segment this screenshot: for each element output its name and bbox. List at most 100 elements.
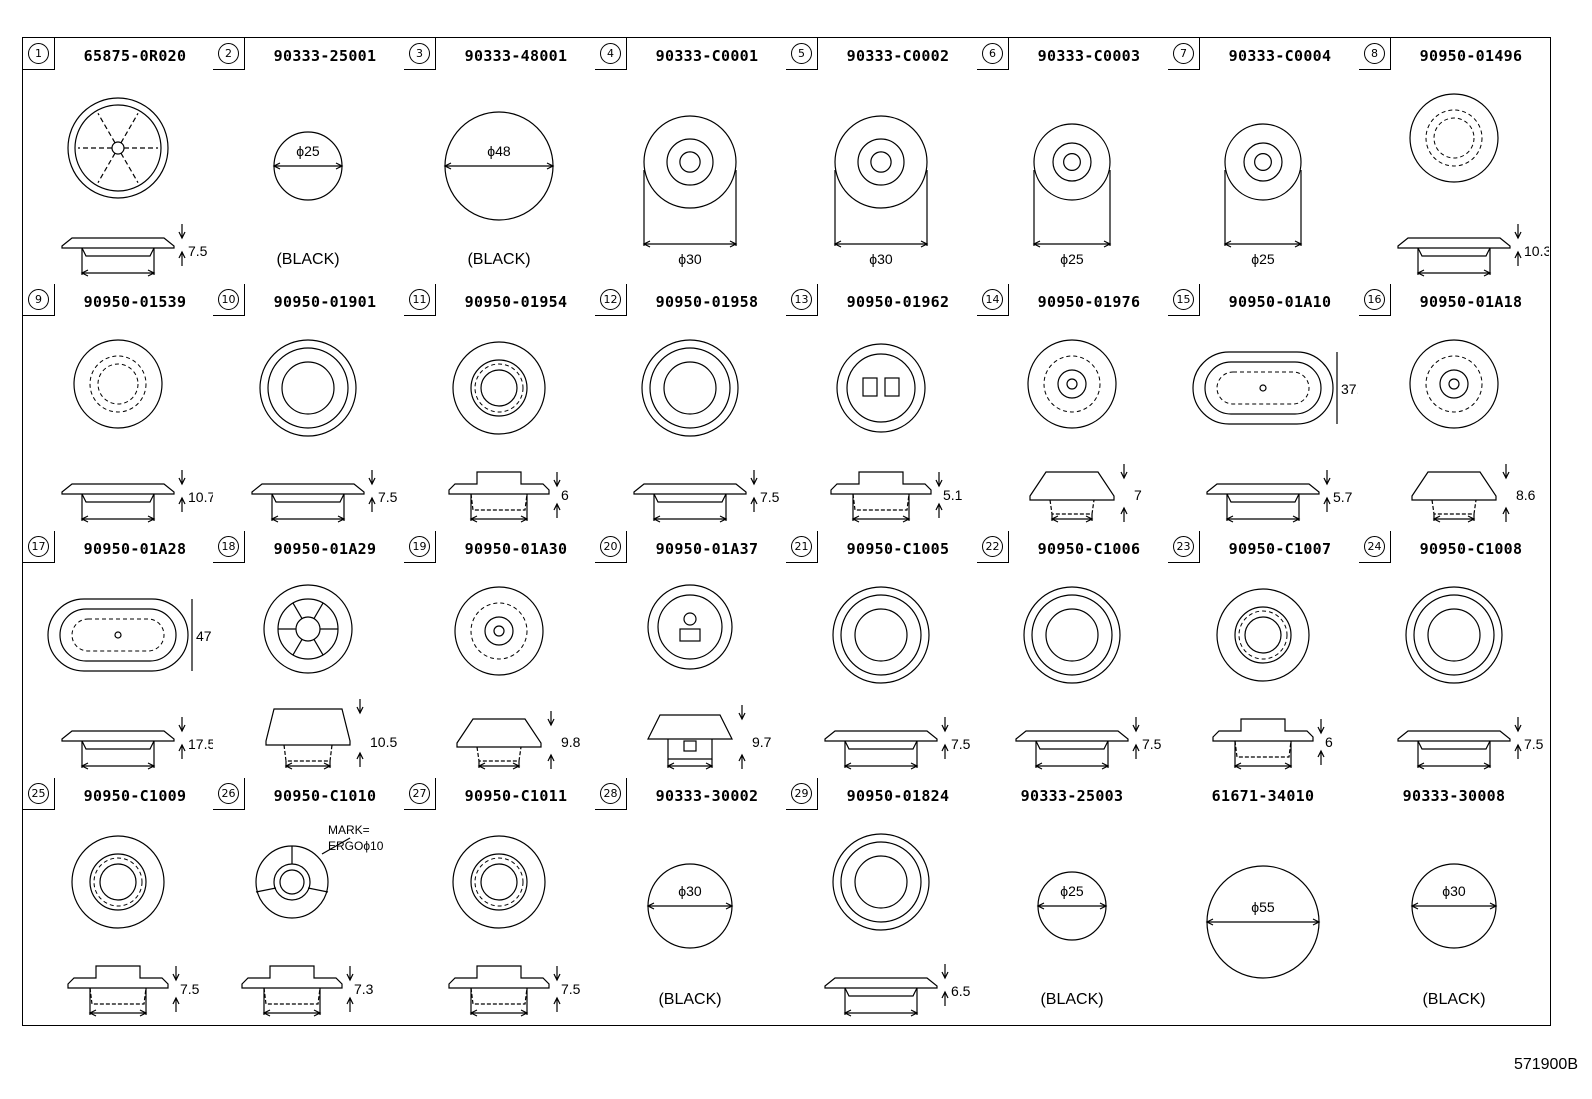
arrow-head <box>1085 515 1094 523</box>
arrow-head <box>1132 724 1140 733</box>
bottom-dimension: ϕ25 <box>1060 251 1084 267</box>
part-drawing: 37.55.756.9 <box>1168 316 1358 530</box>
middle-ring <box>267 347 349 429</box>
arrow-head <box>910 1009 919 1017</box>
side-dimension: 7.5 <box>951 736 971 752</box>
arrow-head <box>843 762 852 770</box>
boss-ring <box>1234 606 1292 664</box>
index-number: 15 <box>1173 289 1194 310</box>
inner-ring <box>1057 369 1087 399</box>
part-number: 90950-01901 <box>273 293 377 311</box>
index-number: 8 <box>1364 43 1385 64</box>
arrow-head <box>553 996 561 1005</box>
index-number: 10 <box>218 289 239 310</box>
part-number: 90950-01954 <box>464 293 568 311</box>
index-number: 22 <box>982 536 1003 557</box>
arrow-head <box>178 724 186 733</box>
arrow-head <box>1317 726 1325 735</box>
index-number: 12 <box>600 289 621 310</box>
part-drawing-svg: 7.5ϕ15.5 <box>67 835 200 1024</box>
arrow-head <box>346 973 354 982</box>
index-box: 27 <box>404 778 436 810</box>
index-box: 5 <box>786 38 818 70</box>
side-dimension: 9.7 <box>752 734 772 750</box>
part-drawing: ϕ30 <box>595 70 785 284</box>
bottom-dimension: ϕ 10.4 <box>273 1021 312 1024</box>
body-profile <box>476 746 522 762</box>
arrow-head <box>910 762 919 770</box>
flange-profile <box>61 237 175 249</box>
bottom-dimension: ϕ15.1 <box>863 527 898 530</box>
arrow-head <box>346 996 354 1005</box>
part-number: 90950-01496 <box>1419 47 1523 65</box>
part-drawing-svg: 10.5ϕ 12.5 <box>263 584 397 777</box>
arrow-head <box>469 1009 478 1017</box>
cone-profile <box>456 718 542 748</box>
part-drawing-svg: 10.7ϕ 17 <box>61 339 213 530</box>
part-drawing: 10.5ϕ 12.5 <box>213 563 403 777</box>
outer-ring <box>643 115 737 209</box>
oval-outline <box>47 598 189 672</box>
index-number: 23 <box>1173 536 1194 557</box>
side-dimension-top: 47 <box>196 628 212 644</box>
inner-ring <box>663 361 717 415</box>
arrow-head <box>323 762 332 770</box>
part-drawing-svg: 6ϕ 13.5 <box>448 341 569 530</box>
bottom-dimension: 56.9 <box>1249 527 1276 530</box>
part-drawing: 6ϕ 13.5 <box>404 316 594 530</box>
flange-profile <box>241 965 343 989</box>
flange-profile <box>251 483 365 495</box>
clip-tab <box>862 377 878 397</box>
outer-ring <box>1405 586 1503 684</box>
index-number: 1 <box>28 43 49 64</box>
bottom-dimension: ϕ16 <box>1442 281 1466 284</box>
arrow-head <box>725 902 734 910</box>
arrow-head <box>80 762 89 770</box>
flange-profile <box>1015 730 1129 742</box>
part-drawing-svg: ϕ25 <box>1223 123 1303 267</box>
flange-profile <box>1212 718 1314 742</box>
part-drawing-svg: 7.5ϕ31.5 <box>633 339 780 530</box>
bottom-dimension: ϕ37.8 <box>100 281 135 284</box>
arrow-head <box>1514 743 1522 752</box>
part-drawing: ϕ30(BLACK)t=0.5 <box>595 810 785 1024</box>
inner-ring <box>74 104 162 192</box>
index-box: 29 <box>786 778 818 810</box>
body-profile <box>283 744 333 762</box>
arrow-head <box>1502 471 1510 480</box>
mark-callout: ERGOϕ10 <box>328 839 384 853</box>
part-drawing-svg: 6.5ϕ 13.9 <box>824 833 971 1024</box>
arrow-head <box>1317 749 1325 758</box>
index-number: 11 <box>409 289 430 310</box>
oval-inner <box>1204 361 1322 415</box>
arrow-head <box>172 996 180 1005</box>
arrow-head <box>941 743 949 752</box>
part-drawing: 9.8ϕ 17.8 <box>404 563 594 777</box>
arrow-head <box>368 477 376 486</box>
oval-outline <box>1192 351 1334 425</box>
body-profile <box>1417 740 1491 750</box>
outer-ring <box>834 115 928 209</box>
part-number: 90333-25003 <box>1020 787 1124 805</box>
arrow-head <box>1132 743 1140 752</box>
inner-ring <box>480 863 518 901</box>
outer-ring <box>259 339 357 437</box>
part-drawing-svg: 9.8ϕ 17.8 <box>454 586 581 777</box>
side-dimension: 6.5 <box>951 983 971 999</box>
part-drawing-svg: ϕ55 <box>1205 865 1321 979</box>
arrow-head <box>88 1009 97 1017</box>
bottom-dimension: ϕ 13.5 <box>480 527 519 530</box>
part-number: 90950-C1006 <box>1037 540 1141 558</box>
side-dimension: 7.5 <box>188 243 208 259</box>
oval-inner <box>59 608 177 662</box>
arrow-head <box>139 1009 148 1017</box>
part-number: 90950-01A10 <box>1228 293 1332 311</box>
arrow-head <box>1294 240 1303 248</box>
arrow-head <box>833 240 842 248</box>
arrow-head <box>1101 762 1110 770</box>
outer-ring <box>452 835 546 929</box>
